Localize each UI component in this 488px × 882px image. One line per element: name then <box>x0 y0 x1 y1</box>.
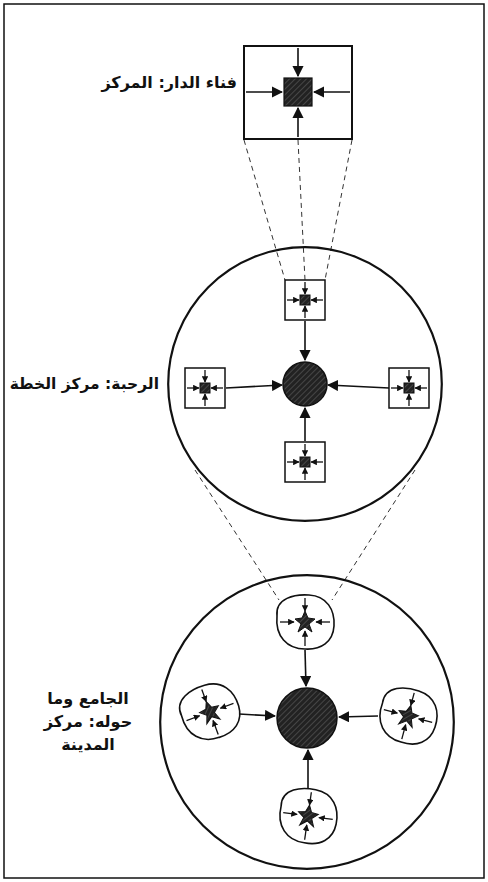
quarter-blob <box>174 677 246 748</box>
circle-outline <box>160 575 454 869</box>
inward-arrow <box>305 650 306 686</box>
house-square <box>285 280 325 320</box>
inward-arrow <box>314 91 350 93</box>
inward-arrow <box>328 385 389 388</box>
inward-arrow <box>304 408 306 441</box>
quarter-blob <box>276 785 340 847</box>
inward-arrow <box>304 321 306 360</box>
center-circle <box>283 362 327 406</box>
label-slot: فناء الدار: المركز <box>101 72 237 95</box>
label-slot: الجامع وما حوله: مركز المدينة <box>25 687 151 757</box>
zoom-lines <box>195 470 415 600</box>
circle-outline <box>159 574 455 870</box>
city-figure <box>174 595 443 847</box>
house-square <box>285 442 325 482</box>
quarter-circle: الرحبة: مركز الخطة <box>167 246 443 522</box>
level-label: الجامع وما حوله: مركز المدينة <box>25 687 151 757</box>
inward-arrow <box>297 108 299 137</box>
quarter-blob <box>374 682 443 749</box>
quarter-figure <box>185 280 429 482</box>
courtyard-box: فناء الدار: المركز <box>243 45 353 140</box>
circle-outline <box>167 246 443 522</box>
outer-frame <box>4 4 484 878</box>
level-label: فناء الدار: المركز <box>101 72 237 95</box>
inward-arrow <box>307 750 309 789</box>
center-circle <box>277 688 337 748</box>
label-slot: الرحبة: مركز الخطة <box>10 373 159 395</box>
inward-arrow <box>297 48 299 76</box>
quarter-blob <box>277 595 334 649</box>
circle-outline <box>168 247 442 521</box>
center-square <box>284 78 312 106</box>
inward-arrow <box>246 91 282 93</box>
zoom-lines <box>244 140 352 280</box>
zoom-line <box>298 140 305 280</box>
city-circle: الجامع وما حوله: مركز المدينة <box>159 574 455 870</box>
inward-arrow <box>239 714 275 716</box>
courtyard-figure <box>246 48 350 137</box>
house-square <box>185 368 225 408</box>
level-label: الرحبة: مركز الخطة <box>10 373 159 395</box>
zoom-line <box>325 140 352 280</box>
house-square <box>389 368 429 408</box>
inward-arrow <box>339 716 378 717</box>
inward-arrow <box>226 385 282 388</box>
